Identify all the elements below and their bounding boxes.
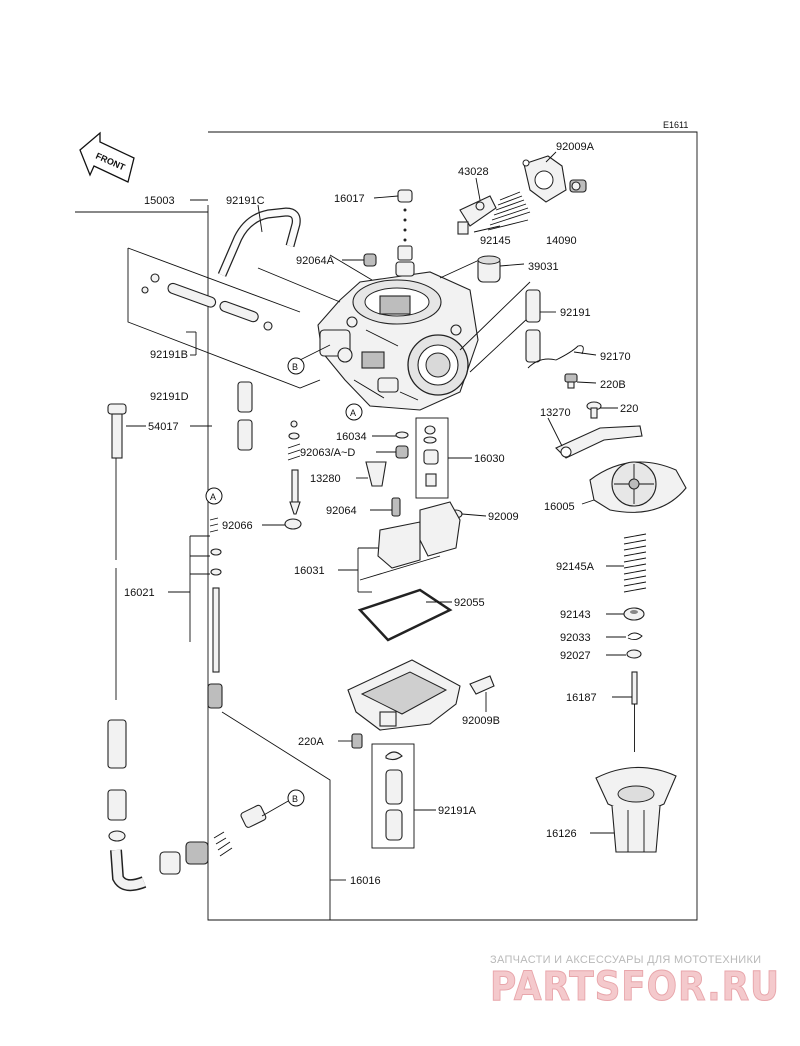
hoses-92191a [371,743,415,849]
spring-92145a [623,533,647,593]
hose-92191 [525,289,541,363]
label-15003: 15003 [144,195,175,207]
label-16034: 16034 [336,431,367,443]
watermark-logo: PARTSFOR.RU [490,964,780,1010]
cap-16017 [395,189,415,277]
bracket-13270 [555,425,643,459]
cylinder-39031 [477,255,501,283]
label-92145a: 92145A [556,561,595,573]
label-16030: 16030 [474,453,505,465]
part-13280 [365,461,387,487]
throttle-cable-54017 [107,403,127,700]
cover-14090 [522,155,587,203]
screw-220b [564,373,578,389]
marker-b-upper: B [287,357,305,375]
spring-92145 [487,191,531,231]
needle-16187 [631,671,638,752]
float-16031 [359,501,461,581]
retainer-92143 [623,607,645,621]
marker-b-lower: B [287,789,305,807]
jet-92064 [391,497,401,517]
label-16016: 16016 [350,875,381,887]
label-92191d: 92191D [150,391,189,403]
label-92009b: 92009B [462,715,500,727]
svg-text:B: B [292,362,298,372]
label-92143: 92143 [560,609,591,621]
front-arrow-icon: FRONT [79,131,135,183]
label-54017: 54017 [148,421,179,433]
jet-92063 [395,445,409,459]
cap-92066 [284,518,302,530]
marker-a-lower: A [205,487,223,505]
label-92145: 92145 [480,235,511,247]
washer-92027 [626,649,642,659]
label-92191c: 92191C [226,195,265,207]
label-92009: 92009 [488,511,519,523]
label-220: 220 [620,403,638,415]
label-92009a: 92009A [556,141,595,153]
label-220a: 220A [298,736,324,748]
watermark: ЗАПЧАСТИ И АКСЕССУАРЫ ДЛЯ МОТОТЕХНИКИ PA… [490,954,780,1011]
marker-a-upper: A [345,403,363,421]
choke-cable-16016 [107,719,291,892]
label-16031: 16031 [294,565,325,577]
starter-plunger-16021 [207,517,223,709]
label-92027: 92027 [560,650,591,662]
label-92191: 92191 [560,307,591,319]
label-92064a: 92064A [296,255,335,267]
diagram-frame [75,131,698,921]
label-39031: 39031 [528,261,559,273]
label-92191b: 92191B [150,349,188,361]
gasket-92055 [357,588,453,642]
label-16017: 16017 [334,193,365,205]
lever-43028 [457,195,497,235]
hose-92191c [217,207,301,277]
label-14090: 14090 [546,235,577,247]
svg-text:A: A [210,492,216,502]
label-16126: 16126 [546,828,577,840]
label-92191a: 92191A [438,805,477,817]
jet-group-16030 [415,417,449,499]
label-16187: 16187 [566,692,597,704]
piston-16126 [595,766,677,853]
watermark-tagline: ЗАПЧАСТИ И АКСЕССУАРЫ ДЛЯ МОТОТЕХНИКИ [490,954,761,966]
diagram-id: E1611 [663,120,688,130]
pilot-screw-assembly [287,420,301,515]
label-16021: 16021 [124,587,155,599]
label-220b: 220B [600,379,626,391]
hose-92191d [237,381,253,451]
leader-lines [126,151,632,881]
label-92066: 92066 [222,520,253,532]
label-92033: 92033 [560,632,591,644]
svg-text:B: B [292,794,298,804]
washer-16034 [395,431,409,439]
label-43028: 43028 [458,166,489,178]
carburetor-body [317,271,479,411]
part-labels: 15003 92191C 16017 43028 92009A 92145 14… [124,141,638,887]
label-13280: 13280 [310,473,341,485]
label-92055: 92055 [454,597,485,609]
label-13270: 13270 [540,407,571,419]
bolt-92009b [469,675,495,695]
label-92063ad: 92063/A~D [300,447,355,459]
screw-220a [351,733,363,749]
clip-92170 [527,345,584,369]
screw-220 [586,401,602,419]
label-16005: 16005 [544,501,575,513]
part-92064a-shape [363,253,377,267]
svg-text:A: A [350,408,356,418]
label-92064: 92064 [326,505,357,517]
float-bowl [347,659,461,731]
label-92170: 92170 [600,351,631,363]
bracket-plate-92191b [127,247,321,389]
top-cover-16005 [589,461,687,513]
clip-92033 [627,632,643,641]
